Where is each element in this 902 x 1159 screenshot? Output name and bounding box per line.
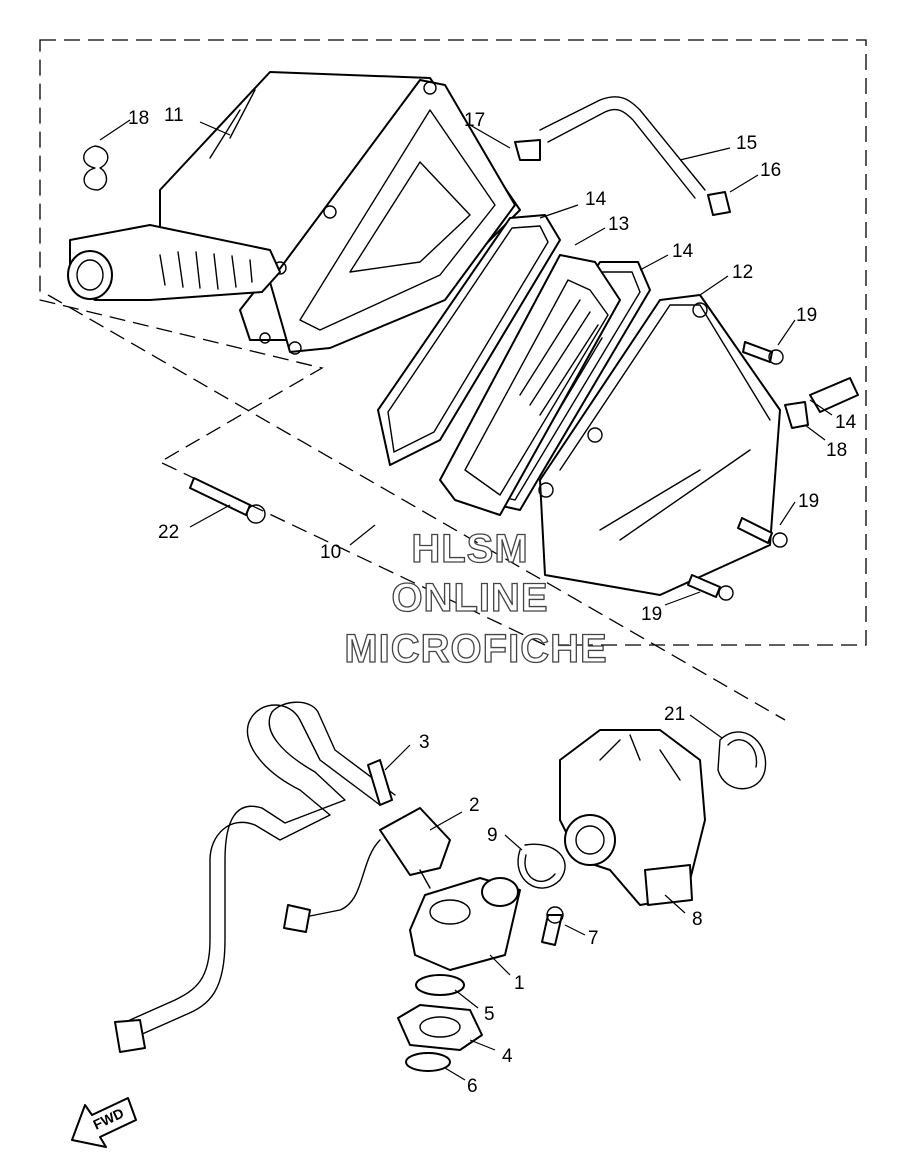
callout-16: 15: [736, 133, 757, 154]
watermark-line-2: ONLINE: [391, 576, 548, 620]
callout-21: 21: [664, 704, 685, 725]
callout-19-low: 19: [641, 604, 662, 625]
cap-15[interactable]: [809, 377, 859, 413]
sensor-3[interactable]: [367, 759, 393, 806]
clamp-18-b[interactable]: [784, 401, 809, 429]
callout-22: 22: [158, 522, 179, 543]
breather-hose-16[interactable]: [539, 96, 706, 199]
bolt-22[interactable]: [189, 477, 251, 516]
callout-1: 1: [514, 973, 525, 994]
throttle-body-8[interactable]: [559, 729, 706, 906]
callout-14-left: 14: [585, 189, 607, 210]
intake-duct[interactable]: [67, 224, 281, 301]
screw-19-a[interactable]: [742, 341, 773, 363]
air-filter-element-13[interactable]: [439, 254, 621, 516]
throttle-body-joint-1[interactable]: [409, 877, 521, 971]
callout-11: 11: [164, 105, 184, 126]
assembly-boundary: [39, 39, 867, 646]
callout-13: 13: [608, 214, 629, 235]
clamp-21[interactable]: [717, 731, 767, 790]
callout-10: 10: [320, 542, 341, 563]
gasket-4[interactable]: [397, 1004, 483, 1051]
o-ring-5[interactable]: [415, 974, 465, 996]
callout-19-mid: 19: [798, 491, 819, 512]
callout-3: 3: [419, 732, 430, 753]
callout-8: 8: [692, 909, 703, 930]
callout-6: 6: [467, 1076, 478, 1097]
callout-7: 7: [588, 928, 599, 949]
screw-7[interactable]: [541, 914, 563, 946]
callout-14-right: 14: [672, 241, 694, 262]
callout-labels: 18 11 17 15 16 14 13 14 12 19 14 18 19 1…: [128, 105, 857, 1097]
screw-19-c[interactable]: [687, 574, 721, 598]
callout-18-top: 17: [464, 110, 485, 131]
callout-15: 14: [835, 412, 857, 433]
air-cleaner-cover-12[interactable]: [538, 294, 781, 596]
callout-4: 4: [502, 1046, 513, 1067]
o-ring-6[interactable]: [405, 1052, 451, 1072]
callout-9: 9: [487, 825, 498, 846]
watermark-line-1: HLSM: [411, 527, 528, 571]
callout-2: 2: [469, 795, 480, 816]
watermark: HLSM ONLINE MICROFICHE: [344, 526, 608, 671]
fwd-arrow-icon: FWD: [71, 1097, 137, 1148]
assembly-link-line: [47, 294, 786, 721]
hose-10[interactable]: [129, 701, 396, 1036]
callout-20: 18: [128, 108, 149, 129]
callout-12: 12: [732, 262, 753, 283]
watermark-line-3: MICROFICHE: [344, 627, 607, 671]
clamp-18-a[interactable]: [514, 139, 541, 161]
callout-19-top: 19: [796, 305, 817, 326]
drain-plug-17[interactable]: [707, 191, 731, 216]
callout-18-right: 18: [826, 440, 847, 461]
callout-5: 5: [484, 1004, 495, 1025]
clamp-9[interactable]: [517, 843, 566, 889]
screw-19-b[interactable]: [737, 517, 773, 544]
gasket-14-a[interactable]: [377, 214, 561, 466]
callout-17: 16: [760, 160, 781, 181]
leader-lines: [99, 119, 833, 1081]
clip-20[interactable]: [83, 145, 109, 191]
injector-2[interactable]: [283, 807, 451, 933]
